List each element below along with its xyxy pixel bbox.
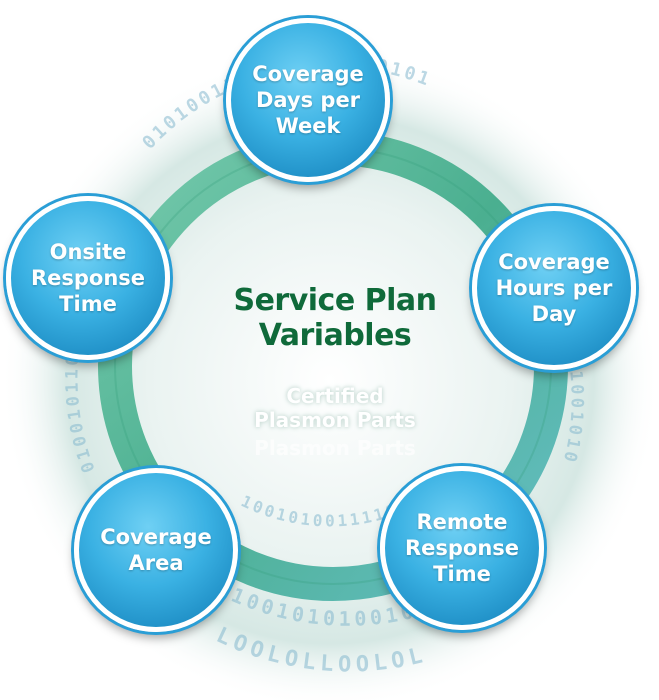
node-label-line: Time [59,292,117,316]
center-subtitle-line-2: Plasmon Parts [254,408,416,432]
node-label-line: Day [531,302,577,326]
node-coverage-hours-per-day: Coverage Hours per Day [472,206,636,370]
center-title: Service Plan Variables [170,283,500,353]
node-label-line: Area [128,551,184,575]
node-label-line: Onsite [49,240,127,264]
node-label-line: Coverage [252,62,364,86]
node-label: Coverage Days per Week [238,61,378,139]
node-label-line: Response [30,266,146,290]
center-subtitle-echo: Plasmon Parts [254,436,416,460]
node-coverage-area: Coverage Area [74,468,238,632]
node-label-line: Week [275,114,341,138]
node-label: Coverage Hours per Day [484,249,624,327]
node-onsite-response-time: Onsite Response Time [6,196,170,360]
node-label-line: Coverage [100,525,212,549]
node-label: Coverage Area [86,524,226,576]
center-title-line-1: Service Plan [233,283,437,318]
node-label-line: Hours per [495,276,613,300]
node-label: Remote Response Time [392,509,532,587]
node-label: Onsite Response Time [18,239,158,317]
center-subtitle: Certified Plasmon Parts [185,384,485,432]
node-label-line: Remote [416,510,508,534]
node-label-line: Time [433,562,491,586]
node-label-line: Days per [255,88,361,112]
node-label-line: Coverage [498,250,610,274]
center-subtitle-line-1: Certified [286,384,384,408]
center-title-line-2: Variables [258,318,412,353]
node-remote-response-time: Remote Response Time [380,466,544,630]
node-label-line: Response [404,536,520,560]
node-coverage-days-per-week: Coverage Days per Week [226,18,390,182]
